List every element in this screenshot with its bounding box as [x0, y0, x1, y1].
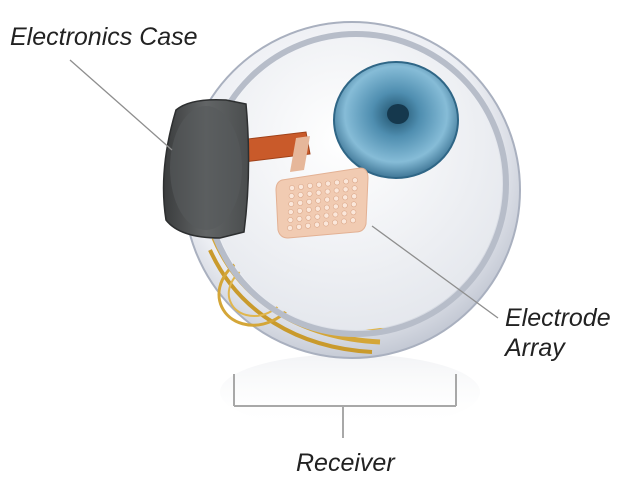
electrode-dot [324, 188, 331, 195]
receiver-bracket [233, 374, 457, 438]
electrode-dot [334, 179, 340, 186]
electrode-dot [297, 191, 304, 198]
label-receiver: Receiver [296, 449, 395, 477]
electrode-dot [332, 219, 338, 226]
electrode-dot [316, 181, 322, 188]
electrode-dot [351, 193, 358, 200]
electrode-dot [305, 206, 312, 213]
electrode-dot [315, 189, 322, 196]
electrode-dot [350, 209, 357, 216]
electrode-dot [323, 220, 329, 227]
electrode-dot [287, 209, 294, 215]
electrode-dot [351, 185, 358, 192]
electrode-dot [298, 183, 304, 190]
pupil [387, 104, 409, 124]
label-electrode-line2: Array [505, 334, 565, 362]
electrode-dot [296, 223, 302, 230]
ribbon-cable-tail [290, 136, 310, 172]
electrode-dot [343, 178, 349, 185]
electrode-dot [341, 218, 347, 225]
electrode-dot [350, 201, 357, 208]
electrode-dot [305, 222, 311, 229]
electrode-dot [325, 180, 331, 187]
electrode-dot [305, 214, 312, 221]
electrode-dots [287, 177, 358, 231]
electrode-dot [323, 212, 330, 219]
electrode-dot [297, 199, 304, 206]
electrode-dot [289, 185, 295, 191]
electrode-dot [324, 196, 331, 203]
electrode-dot [332, 203, 339, 210]
floor-reflection [220, 354, 480, 430]
electrode-dot [341, 202, 348, 209]
electrode-dot [342, 186, 349, 193]
electrode-dot [306, 190, 313, 197]
leader-line-electrode-array [371, 225, 499, 319]
leader-line-electronics-case [69, 59, 173, 151]
electrode-dot [333, 195, 340, 202]
electrode-dot [314, 205, 321, 212]
label-electronics-case: Electronics Case [10, 23, 198, 51]
electrode-dot [288, 193, 295, 199]
electrode-dot [288, 201, 295, 207]
electrode-dot [287, 217, 294, 223]
electrode-dot [287, 225, 293, 231]
electronics-case-face [170, 106, 242, 230]
electrode-dot [333, 187, 340, 194]
electrode-dot [350, 217, 356, 224]
electrode-dot [315, 197, 322, 204]
electrode-dot [332, 211, 339, 218]
electrode-dot [314, 213, 321, 220]
electrode-dot [296, 215, 303, 222]
electrode-dot [306, 198, 313, 205]
electrode-dot [307, 182, 313, 189]
label-electrode-line1: Electrode [505, 304, 611, 332]
electrode-dot [314, 221, 320, 228]
electrode-dot [296, 207, 303, 214]
electrode-dot [341, 210, 348, 217]
label-electrode-array: Electrode Array [505, 303, 611, 363]
electrode-dot [352, 177, 358, 184]
electrode-dot [323, 204, 330, 211]
electrode-dot [342, 194, 349, 201]
